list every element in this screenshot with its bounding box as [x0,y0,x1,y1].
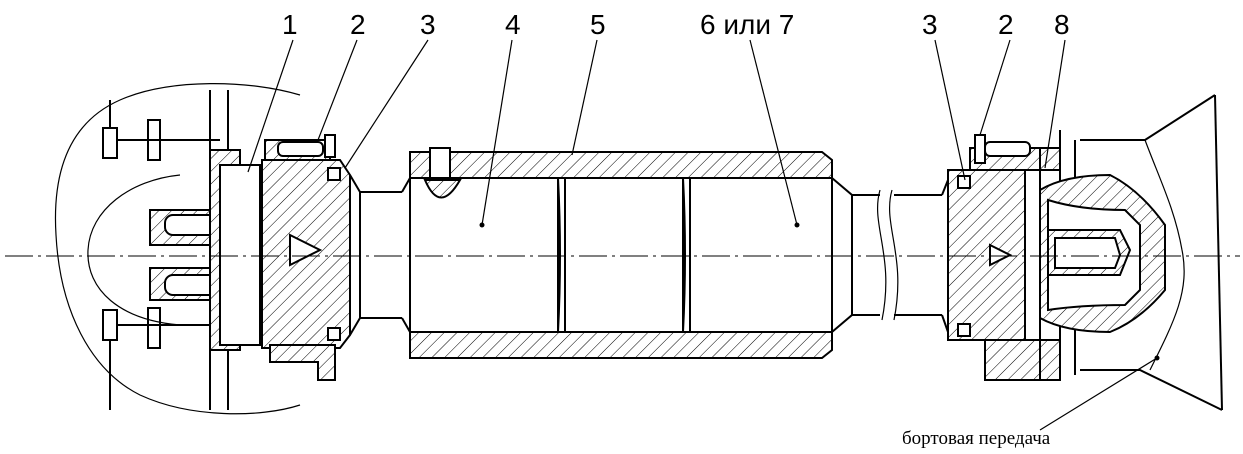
callout-4: 4 [505,9,521,40]
callout-2-right: 2 [998,9,1014,40]
splined-shaft [409,177,880,333]
shaft-break [876,189,899,321]
leader-lines [247,39,1158,431]
callout-1: 1 [282,9,298,40]
callout-8: 8 [1054,9,1070,40]
left-inner-break [87,174,181,326]
caption-final-drive: бортовая передача [902,428,1051,449]
callout-3-left: 3 [420,9,436,40]
final-drive-hub [1039,173,1166,334]
right-coupling [947,130,1076,381]
sleeve [409,147,833,359]
callout-2-left: 2 [350,9,366,40]
left-shaft [349,174,411,336]
left-coupling [209,134,351,381]
right-housing [1080,94,1223,411]
callout-5: 5 [590,9,606,40]
callout-6-or-7: 6 или 7 [700,9,794,40]
left-break-outline [54,83,301,415]
callout-3-right: 3 [922,9,938,40]
